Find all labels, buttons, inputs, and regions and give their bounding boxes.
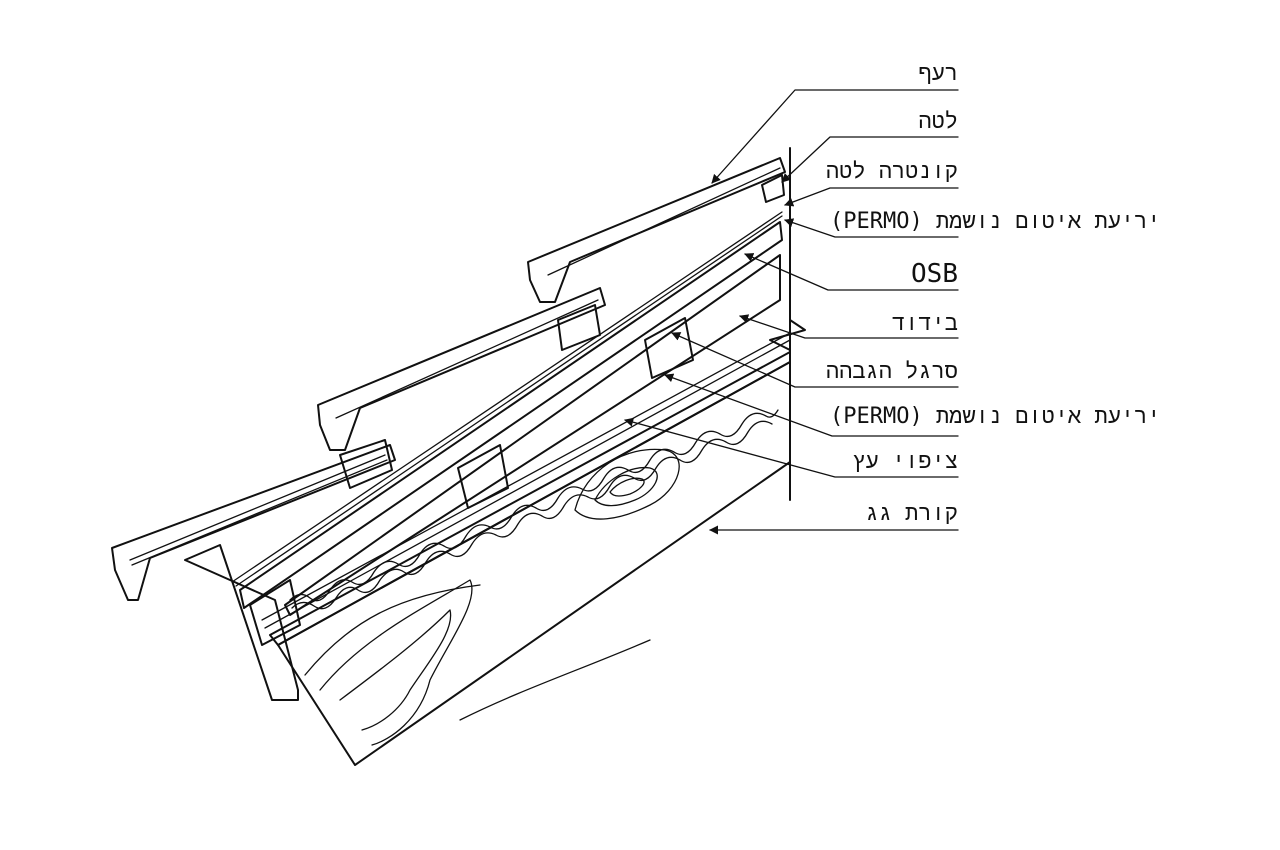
section-cut-line: [769, 147, 806, 501]
label-insulation: בידוד: [891, 311, 958, 336]
label-membrane-bottom: יריעת איטום נושמת (PERMO): [830, 404, 1161, 429]
leader-lines: [624, 89, 959, 535]
membrane-bottom: [261, 332, 791, 629]
label-raising-strip: סרגל הגבהה: [825, 359, 958, 384]
battens: [184, 174, 785, 701]
label-membrane-top: יריעת איטום נושמת (PERMO): [830, 209, 1161, 234]
raising-strips: [249, 317, 694, 646]
osb-layer: [239, 221, 783, 609]
label-wood-cladding: ציפוי עץ: [852, 449, 958, 474]
label-batten: לטה: [918, 109, 958, 134]
membrane-top: [231, 211, 783, 587]
label-tiles: רעף: [918, 61, 958, 86]
insulation-band: [284, 254, 781, 616]
roof-tiles: [111, 157, 786, 601]
label-roof-beam: קורת גג: [865, 501, 958, 526]
label-counter-batten: קונטרה לטה: [825, 159, 958, 184]
wood-cladding: [269, 351, 791, 646]
label-osb: OSB: [911, 259, 958, 289]
